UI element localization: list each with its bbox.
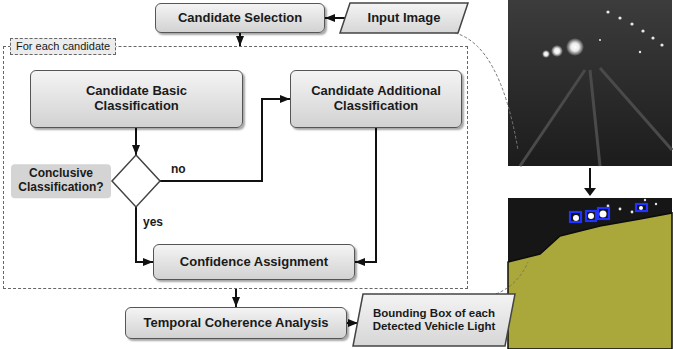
headlight <box>600 211 607 218</box>
headlight <box>566 38 584 56</box>
result-photo <box>508 198 672 349</box>
callout-curve <box>455 33 518 150</box>
output-parallelogram: Bounding Box of each Detected Vehicle Li… <box>353 294 515 346</box>
node-label: Candidate Basic Classification <box>74 84 199 114</box>
street-lights <box>607 199 658 214</box>
arrow-head <box>584 188 596 196</box>
headlight <box>542 50 550 58</box>
headlight <box>639 206 643 210</box>
decision-diamond: Conclusive Classification? <box>112 155 160 207</box>
headlight <box>551 45 563 57</box>
edge-label: yes <box>142 215 164 229</box>
process-box: Candidate Selection <box>155 3 325 33</box>
region-heading: For each candidate <box>10 38 116 55</box>
detection-box <box>570 204 647 222</box>
node-label: Temporal Coherence Analysis <box>144 316 329 331</box>
node-label: Bounding Box of each Detected Vehicle Li… <box>371 307 497 333</box>
callout-curve <box>496 262 528 294</box>
node-label: Input Image <box>368 11 441 26</box>
road-region <box>508 213 672 349</box>
headlight <box>573 215 579 221</box>
parallelogram-shape <box>340 3 468 33</box>
diamond-shape <box>112 155 160 207</box>
flow-connector <box>235 289 237 307</box>
input-parallelogram: Input Image <box>340 3 468 33</box>
headlight <box>588 213 594 219</box>
diamond-outline <box>112 155 160 207</box>
loop-region: For each candidateCandidate Basic Classi… <box>3 46 468 289</box>
flow-connector <box>135 128 137 155</box>
process-box: Candidate Basic Classification <box>30 70 243 128</box>
flow-connector <box>239 33 241 46</box>
decision-label: Conclusive Classification? <box>11 164 111 198</box>
process-box: Candidate Additional Classification <box>290 70 462 128</box>
street-lights <box>599 10 664 53</box>
flow-arrow <box>589 168 591 189</box>
road-marking <box>520 68 672 166</box>
parallelogram-shape <box>353 294 515 346</box>
flow-connector <box>325 17 345 19</box>
process-box: Confidence Assignment <box>153 244 355 280</box>
input-photo <box>508 0 672 166</box>
node-label: Candidate Additional Classification <box>301 84 451 114</box>
flow-connector <box>347 322 358 324</box>
edge-label: no <box>170 162 187 176</box>
node-label: Confidence Assignment <box>180 255 328 270</box>
process-box: Temporal Coherence Analysis <box>125 307 347 339</box>
flow-connector <box>355 128 376 262</box>
node-label: Candidate Selection <box>178 11 302 26</box>
